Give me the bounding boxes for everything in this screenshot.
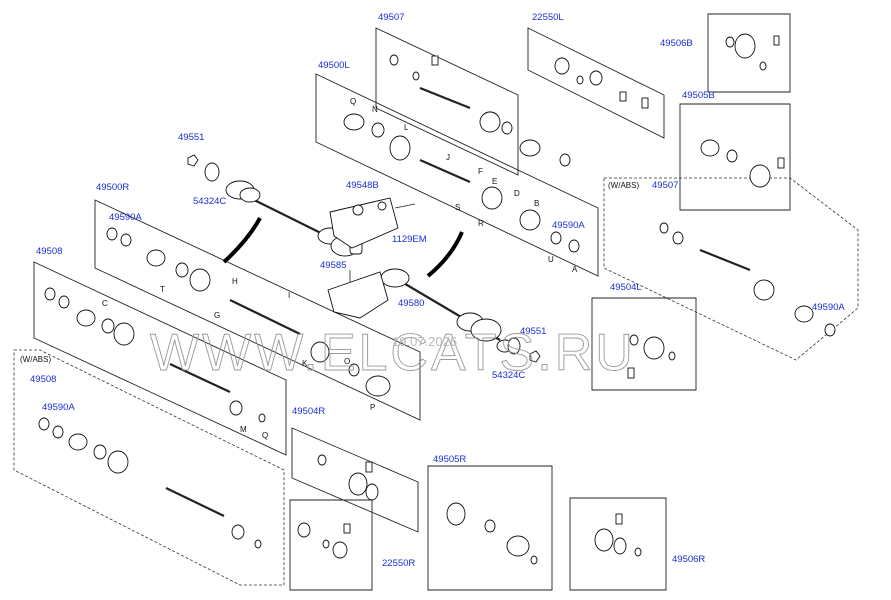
kit-box-22550R	[289, 499, 373, 591]
label-22550R[interactable]: 22550R	[382, 558, 415, 569]
kit-49504R-parts	[317, 454, 379, 501]
kit-22550R-parts	[297, 522, 351, 559]
callout-letter: H	[232, 277, 238, 286]
callout-letter: K	[302, 359, 308, 368]
ring-54324C-top	[204, 162, 220, 182]
kit-box-49508-abs	[13, 349, 285, 586]
kit-49505R-parts	[446, 502, 538, 565]
label-49508-abs[interactable]: 49508	[30, 374, 56, 385]
kit-box-49507-abs	[603, 177, 859, 361]
callout-letter: U	[548, 255, 554, 264]
kit-box-49507-top	[375, 27, 519, 176]
label-49585[interactable]: 49585	[320, 260, 346, 271]
label-49548B[interactable]: 49548B	[346, 180, 379, 191]
callout-letter: D	[514, 189, 520, 198]
connection-arrow-right	[426, 231, 464, 278]
label-54324C-top[interactable]: 54324C	[193, 196, 226, 207]
kit-49506B-parts	[725, 33, 780, 71]
kit-box-49508	[33, 261, 287, 456]
kit-49508-abs-parts	[38, 417, 262, 549]
label-1129EM[interactable]: 1129EM	[392, 234, 427, 245]
kit-box-49505R	[427, 465, 553, 591]
callout-letter: J	[446, 153, 450, 162]
callout-letter: T	[160, 285, 165, 294]
label-54324C-mid[interactable]: 54324C	[492, 370, 525, 381]
label-49590A-mid[interactable]: 49590A	[552, 220, 585, 231]
kit-box-49504R	[291, 427, 419, 533]
label-49590A-abs[interactable]: 49590A	[42, 402, 75, 413]
callout-letter: R	[478, 219, 484, 228]
kit-49508-parts	[44, 287, 266, 423]
callout-letter: G	[214, 311, 220, 320]
note-wabs-left: (W/ABS)	[20, 355, 51, 364]
label-49505B[interactable]: 49505B	[682, 90, 715, 101]
callout-letter: I	[288, 291, 290, 300]
label-49500L[interactable]: 49500L	[318, 60, 350, 71]
kit-box-49500R	[94, 199, 421, 421]
label-49580[interactable]: 49580	[398, 298, 424, 309]
label-49551-top[interactable]: 49551	[178, 132, 204, 143]
ring-54324C-mid	[507, 337, 521, 355]
label-49507-top[interactable]: 49507	[378, 12, 404, 23]
watermark-text: WWW.ELCATS.RU	[150, 324, 636, 382]
nut-mid	[529, 350, 541, 363]
kit-49505B-parts	[700, 139, 785, 188]
callout-letter: L	[404, 123, 409, 132]
kit-box-49506B	[707, 13, 791, 93]
date-stamp: 19.07.2026	[392, 334, 457, 349]
kit-box-49504L	[591, 297, 697, 391]
label-49504R[interactable]: 49504R	[292, 406, 325, 417]
kit-box-49500L	[315, 73, 599, 277]
callout-letter: P	[370, 403, 375, 412]
nut-top	[187, 154, 199, 167]
label-49508[interactable]: 49508	[36, 246, 62, 257]
label-49590A-left[interactable]: 49590A	[109, 212, 142, 223]
note-wabs-right: (W/ABS)	[608, 181, 639, 190]
kit-49500R-parts	[106, 227, 391, 397]
callout-letter: E	[492, 177, 497, 186]
label-49507-abs[interactable]: 49507	[652, 180, 678, 191]
kit-49504L-parts	[627, 334, 676, 379]
callout-letter: C	[102, 299, 108, 308]
label-49504L[interactable]: 49504L	[610, 282, 642, 293]
letter-callouts: Q N L J F E D B A U S R I T G H K P O C …	[102, 97, 578, 440]
kit-49500L-parts	[343, 111, 580, 253]
label-49505R[interactable]: 49505R	[433, 454, 466, 465]
kit-box-22550L	[527, 27, 665, 139]
callout-letter: M	[240, 425, 247, 434]
callout-letter: N	[372, 105, 378, 114]
label-22550L[interactable]: 22550L	[532, 12, 564, 23]
label-49506R[interactable]: 49506R	[672, 554, 705, 565]
label-49500R[interactable]: 49500R	[96, 182, 129, 193]
label-49551-mid[interactable]: 49551	[520, 326, 546, 337]
callout-letter: Q	[262, 431, 268, 440]
callout-letter: A	[572, 265, 578, 274]
label-49590A-right[interactable]: 49590A	[812, 302, 845, 313]
connection-arrow-left	[222, 217, 262, 264]
intermediate-bracket	[329, 197, 416, 249]
support-bracket	[327, 270, 389, 319]
kit-box-49505B	[679, 103, 791, 211]
callout-letter: Q	[350, 97, 356, 106]
label-49506B[interactable]: 49506B	[660, 38, 693, 49]
kit-49506R-parts	[594, 513, 642, 557]
callout-letter: S	[455, 203, 460, 212]
kit-22550L-parts	[554, 57, 649, 109]
callout-letter: O	[344, 357, 350, 366]
kit-box-49506R	[569, 497, 667, 591]
kit-49507-abs-parts	[659, 222, 836, 337]
callout-letter: B	[534, 199, 539, 208]
callout-letter: F	[478, 167, 483, 176]
